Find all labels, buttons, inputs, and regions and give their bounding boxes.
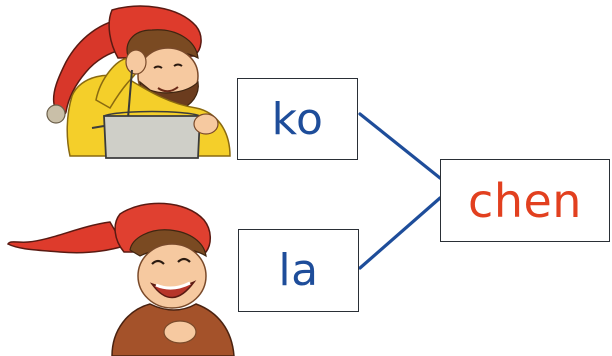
connector-line-top — [358, 112, 442, 180]
result-word-card: chen — [440, 159, 610, 242]
result-word-text: chen — [468, 173, 582, 228]
child-eating-from-pot-icon — [46, 5, 231, 159]
connector-line-bottom — [358, 196, 442, 270]
syllable-text-ko: ko — [271, 93, 324, 145]
laughing-child-icon — [6, 202, 235, 356]
syllable-card-ko: ko — [237, 78, 358, 160]
syllable-text-la: la — [278, 245, 319, 296]
syllable-card-la: la — [238, 229, 359, 312]
